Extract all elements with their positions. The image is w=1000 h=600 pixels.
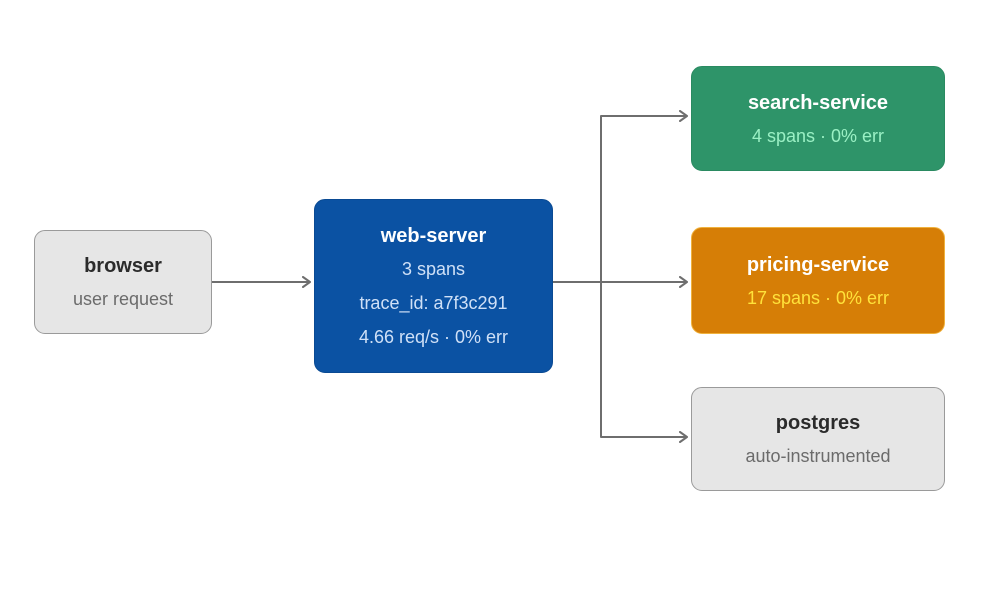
node-search-service-title: search-service: [747, 91, 889, 114]
edge-web-server-to-postgres: [600, 282, 688, 443]
node-web-server-spans: 3 spans: [401, 259, 466, 279]
edge-web-server-to-search-service: [600, 110, 688, 282]
node-postgres-title: postgres: [775, 412, 861, 434]
node-web-server-rate: 4.66 req/s · 0% err: [358, 327, 509, 347]
node-browser-subtitle: user request: [72, 289, 174, 309]
node-pricing-service-title: pricing-service: [746, 253, 890, 276]
node-browser-title: browser: [84, 255, 162, 277]
node-search-service-stats: 4 spans · 0% err: [751, 125, 885, 146]
node-pricing-service-stats: 17 spans · 0% err: [746, 287, 890, 308]
node-web-server[interactable]: web-server 3 spans trace_id: a7f3c291 4.…: [314, 199, 553, 373]
node-postgres[interactable]: postgres auto-instrumented: [691, 387, 945, 491]
node-search-service[interactable]: search-service 4 spans · 0% err: [691, 66, 945, 171]
node-postgres-subtitle: auto-instrumented: [745, 446, 891, 466]
node-browser[interactable]: browser user request: [34, 230, 212, 334]
node-pricing-service[interactable]: pricing-service 17 spans · 0% err: [691, 227, 945, 334]
node-web-server-title: web-server: [380, 225, 487, 247]
node-web-server-trace-id: trace_id: a7f3c291: [359, 293, 508, 313]
